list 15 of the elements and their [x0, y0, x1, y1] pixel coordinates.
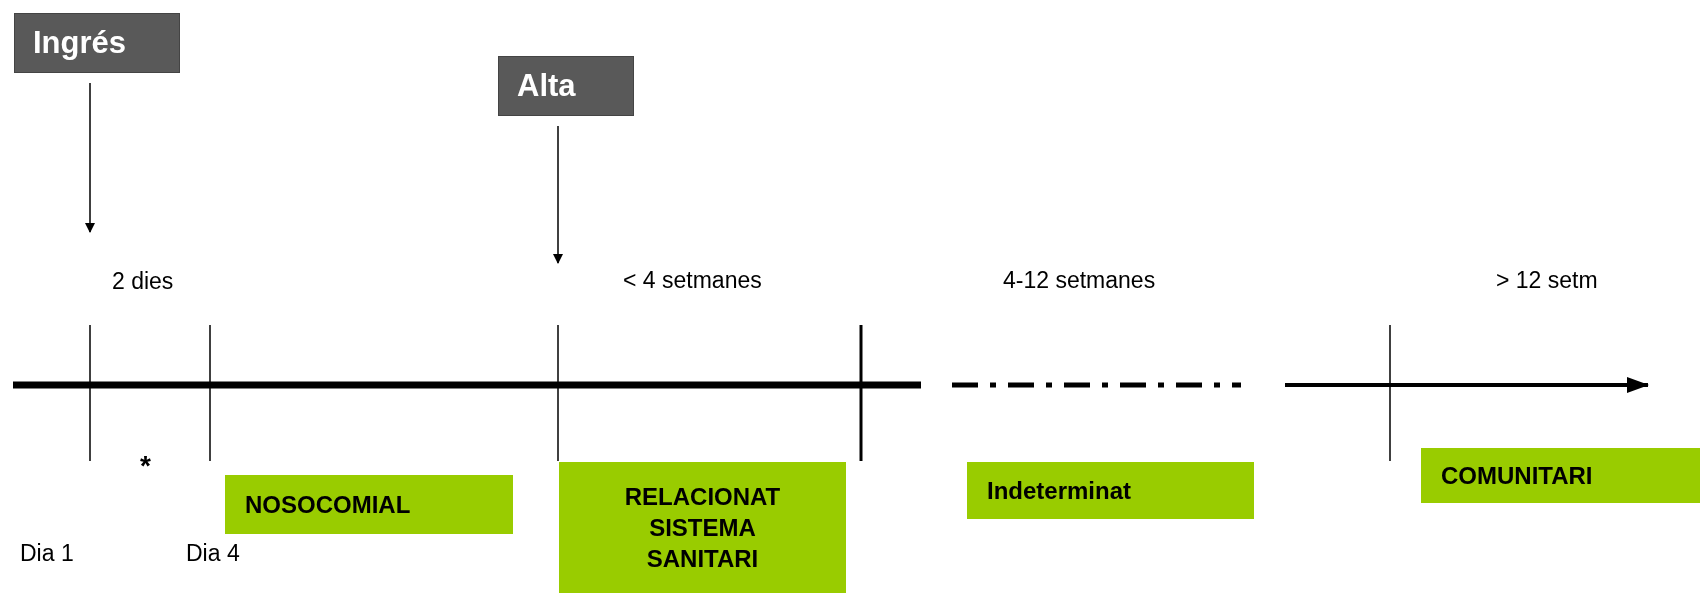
category-box: RELACIONAT SISTEMA SANITARI	[559, 462, 846, 593]
category-box: Indeterminat	[967, 462, 1254, 519]
event-label-box: Alta	[498, 56, 634, 116]
duration-label: < 4 setmanes	[623, 267, 762, 294]
day-label: Dia 1	[20, 540, 74, 567]
arrow	[553, 125, 563, 264]
duration-label: > 12 setm	[1496, 267, 1598, 294]
duration-label: 2 dies	[112, 268, 174, 295]
category-box: NOSOCOMIAL	[225, 475, 513, 534]
duration-label: 4-12 setmanes	[1003, 267, 1156, 294]
category-box: COMUNITARI	[1421, 448, 1700, 503]
footnote-mark: *	[140, 450, 151, 482]
day-label: Dia 4	[186, 540, 240, 567]
event-label-box: Ingrés	[14, 13, 180, 73]
arrow	[85, 82, 95, 233]
